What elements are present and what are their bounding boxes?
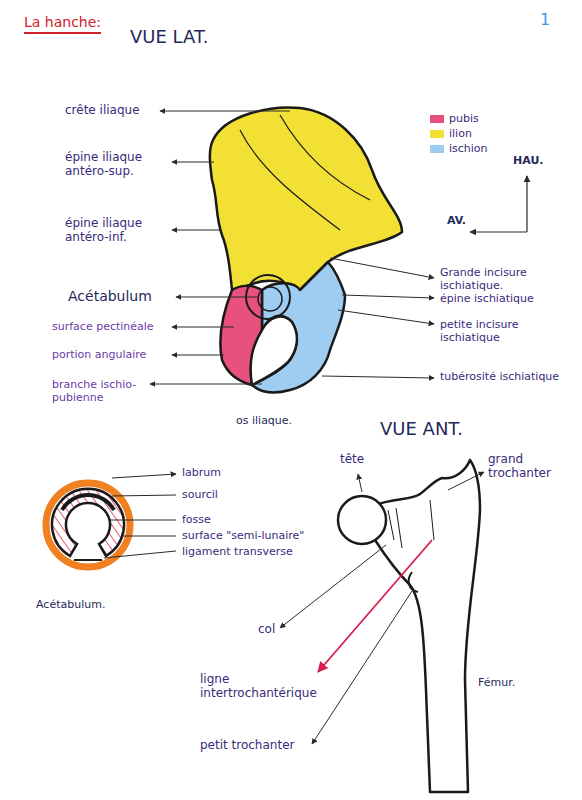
part-label: sourcil bbox=[182, 488, 322, 501]
part-label: épine iliaque antéro-inf. bbox=[65, 216, 167, 245]
legend-swatch bbox=[430, 145, 444, 153]
part-label: crête iliaque bbox=[65, 103, 155, 117]
part-label: petit trochanter bbox=[200, 738, 310, 752]
part-label: VUE ANT. bbox=[380, 418, 520, 440]
neck-shading bbox=[388, 500, 434, 548]
leader-lines bbox=[280, 472, 484, 744]
femur bbox=[338, 460, 480, 792]
part-label: surface pectinéale bbox=[52, 320, 168, 333]
part-label: épine iliaque antéro-sup. bbox=[65, 150, 167, 179]
part-label: 1 bbox=[540, 10, 570, 29]
legend-row: pubis bbox=[430, 112, 479, 125]
femur-body bbox=[375, 460, 480, 792]
iliac-bone bbox=[210, 107, 402, 392]
part-label: tête bbox=[340, 452, 380, 466]
legend-swatch bbox=[430, 130, 444, 138]
part-label: Acétabulum. bbox=[36, 598, 136, 611]
part-label: VUE LAT. bbox=[130, 26, 270, 48]
part-label: Fémur. bbox=[478, 676, 548, 689]
legend-row: ilion bbox=[430, 127, 472, 140]
sourcil bbox=[62, 495, 114, 510]
part-label: col bbox=[258, 622, 288, 636]
part-label: labrum bbox=[182, 466, 322, 479]
part-label: grand trochanter bbox=[488, 452, 568, 481]
legend-text: pubis bbox=[449, 112, 479, 125]
legend-row: ischion bbox=[430, 142, 488, 155]
legend-swatch bbox=[430, 115, 444, 123]
part-label: branche ischio-pubienne bbox=[52, 378, 146, 404]
orientation-arrows bbox=[470, 176, 527, 232]
part-label: épine ischiatique bbox=[440, 292, 565, 305]
intertrochanteric-arrow bbox=[318, 540, 432, 672]
part-label: ligne intertrochantérique bbox=[200, 672, 312, 701]
part-label: surface "semi-lunaire" bbox=[182, 529, 328, 542]
part-label: petite incisure ischiatique bbox=[440, 318, 565, 344]
part-label: fosse bbox=[182, 513, 322, 526]
part-label: Acétabulum bbox=[68, 288, 172, 305]
femoral-head bbox=[338, 496, 386, 544]
part-label: AV. bbox=[447, 214, 487, 227]
part-label: tubérosité ischiatique bbox=[440, 370, 565, 383]
page-title: La hanche: bbox=[24, 14, 101, 34]
legend-text: ischion bbox=[449, 142, 488, 155]
leader-lines bbox=[104, 474, 176, 558]
part-label: HAU. bbox=[513, 154, 563, 167]
acetabulum-fossa bbox=[258, 287, 282, 311]
ilium bbox=[210, 107, 402, 290]
lunate-surface bbox=[52, 489, 124, 556]
part-label: os iliaque. bbox=[236, 414, 326, 427]
obturator-foramen bbox=[251, 317, 297, 385]
legend-text: ilion bbox=[449, 127, 472, 140]
gluteal-line bbox=[240, 115, 370, 230]
part-label: ligament transverse bbox=[182, 545, 328, 558]
leader-lines bbox=[150, 111, 434, 384]
part-label: portion angulaire bbox=[52, 348, 168, 361]
transverse-ligament bbox=[74, 559, 102, 561]
part-label: Grande incisure ischiatique. bbox=[440, 266, 565, 292]
